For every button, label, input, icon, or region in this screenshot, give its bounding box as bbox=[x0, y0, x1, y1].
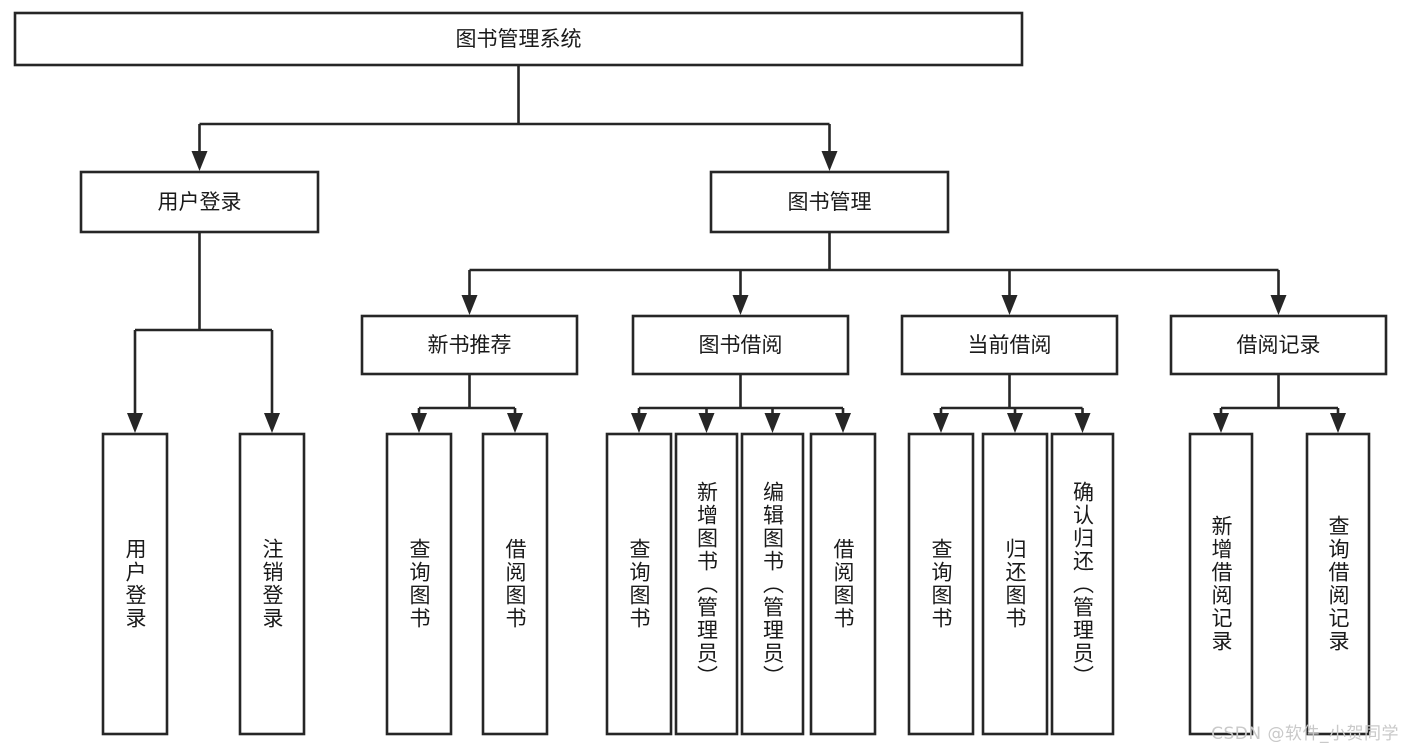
nodes-layer bbox=[13, 11, 1388, 736]
node-label-user-login: 用户登录 bbox=[158, 190, 242, 214]
node-box-root[interactable] bbox=[13, 11, 1024, 67]
node-box-current-borrow[interactable] bbox=[900, 314, 1119, 376]
node-box-leaf-logout[interactable] bbox=[238, 432, 306, 736]
arrow-head-icon bbox=[764, 413, 781, 433]
node-box-leaf-return-book[interactable] bbox=[981, 432, 1049, 736]
arrow-head-icon bbox=[835, 413, 851, 433]
arrow-head-icon bbox=[507, 413, 523, 433]
arrow-head-icon bbox=[461, 295, 478, 315]
arrow-head-icon bbox=[1074, 413, 1091, 433]
arrow-head-icon bbox=[698, 413, 715, 433]
node-box-leaf-query-book-rec[interactable] bbox=[385, 432, 453, 736]
arrow-head-icon bbox=[1330, 413, 1346, 433]
node-label-new-book-recommend: 新书推荐 bbox=[428, 333, 512, 357]
watermark-text: CSDN @软件_小贺同学 bbox=[1211, 724, 1399, 744]
arrow-head-icon bbox=[264, 413, 280, 433]
node-box-leaf-user-login[interactable] bbox=[101, 432, 169, 736]
node-box-book-manage[interactable] bbox=[709, 170, 950, 234]
node-label-borrow-record: 借阅记录 bbox=[1237, 333, 1321, 357]
arrow-head-icon bbox=[1007, 413, 1023, 433]
edges-layer bbox=[127, 65, 1346, 433]
arrow-head-icon bbox=[1270, 295, 1287, 315]
node-box-leaf-confirm-return-admin[interactable] bbox=[1050, 432, 1115, 736]
arrow-head-icon bbox=[631, 413, 647, 433]
arrow-head-icon bbox=[127, 413, 143, 433]
node-box-leaf-edit-book-admin[interactable] bbox=[740, 432, 805, 736]
node-box-new-book-recommend[interactable] bbox=[360, 314, 579, 376]
node-label-book-borrow: 图书借阅 bbox=[699, 333, 783, 357]
node-box-leaf-query-book-borrow[interactable] bbox=[605, 432, 673, 736]
arrow-head-icon bbox=[732, 295, 749, 315]
arrow-head-icon bbox=[191, 151, 208, 171]
node-box-user-login[interactable] bbox=[79, 170, 320, 234]
node-label-current-borrow: 当前借阅 bbox=[968, 333, 1052, 357]
node-box-leaf-query-book-current[interactable] bbox=[907, 432, 975, 736]
node-box-borrow-record[interactable] bbox=[1169, 314, 1388, 376]
node-box-leaf-query-borrow-record[interactable] bbox=[1305, 432, 1371, 736]
node-box-leaf-borrow-book[interactable] bbox=[809, 432, 877, 736]
node-label-book-manage: 图书管理 bbox=[788, 190, 872, 214]
node-box-leaf-add-book-admin[interactable] bbox=[674, 432, 739, 736]
arrow-head-icon bbox=[933, 413, 949, 433]
node-box-book-borrow[interactable] bbox=[631, 314, 850, 376]
arrow-head-icon bbox=[821, 151, 838, 171]
arrow-head-icon bbox=[1001, 295, 1018, 315]
node-box-leaf-add-borrow-record[interactable] bbox=[1188, 432, 1254, 736]
arrow-head-icon bbox=[1213, 413, 1229, 433]
arrow-head-icon bbox=[411, 413, 427, 433]
node-label-root: 图书管理系统 bbox=[456, 27, 582, 51]
node-box-leaf-borrow-book-rec[interactable] bbox=[481, 432, 549, 736]
